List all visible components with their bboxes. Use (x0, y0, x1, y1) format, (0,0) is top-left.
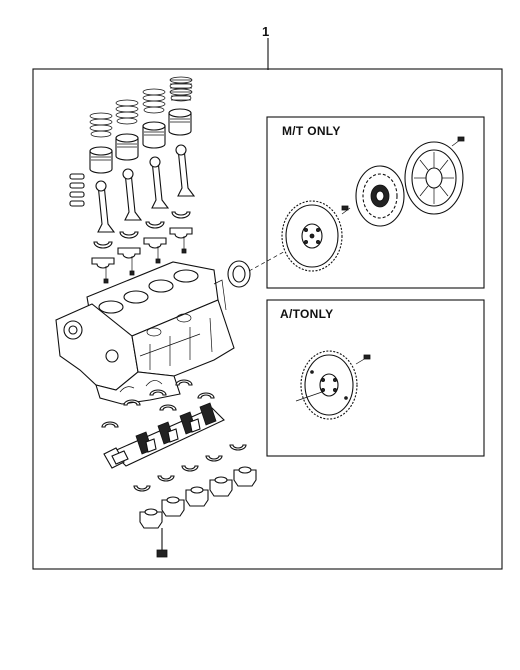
callout-number: 1 (262, 24, 270, 39)
pistons (89, 108, 192, 174)
pressure-plate (404, 136, 465, 215)
main-bearings-upper (101, 379, 215, 428)
rod-bearings (93, 211, 191, 249)
main-cap-bolt (156, 528, 168, 558)
piston-ring-sets (89, 76, 193, 138)
connecting-rods (95, 144, 196, 233)
crankshaft (103, 402, 225, 469)
drive-plate (295, 350, 371, 420)
manual-transmission-panel (266, 116, 485, 289)
flywheel (281, 200, 351, 272)
main-bearing-caps (139, 466, 257, 529)
rod-caps (91, 227, 193, 269)
outer-frame (32, 68, 503, 570)
automatic-transmission-panel-title: A/TONLY (280, 307, 334, 321)
cylinder-block (55, 261, 235, 405)
automatic-transmission-panel (266, 299, 485, 457)
manual-transmission-panel-title: M/T ONLY (282, 124, 341, 138)
rear-oil-seal (227, 242, 301, 288)
clutch-disc (355, 165, 405, 227)
rod-cap-bolts (103, 236, 187, 284)
piston-pins (69, 173, 85, 207)
main-bearings-lower (133, 444, 247, 492)
